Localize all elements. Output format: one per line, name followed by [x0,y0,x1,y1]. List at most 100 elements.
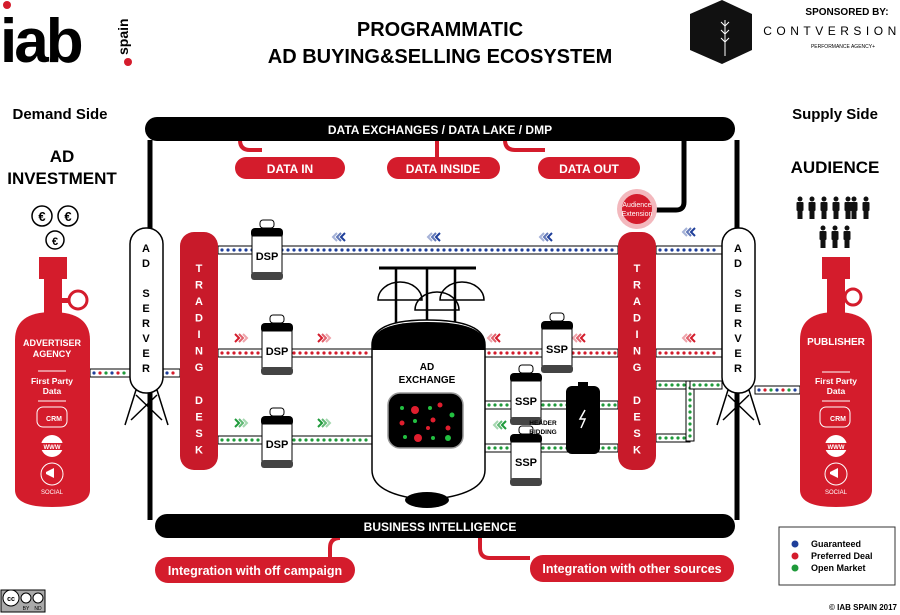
unit-base [261,367,293,375]
vertical-letter: E [734,348,741,360]
flow-arrow-icon [571,333,578,343]
data-dot [436,248,440,252]
data-dot [298,351,302,355]
ssp-header-2: SSP [510,425,542,486]
audience-extension-badge: Audience Extension [617,189,657,229]
flow-arrow-icon [317,418,324,428]
data-dot [310,351,314,355]
publisher-name: PUBLISHER [807,337,866,348]
flow-arrow-icon [234,333,241,343]
data-dot [535,351,539,355]
flow-arrow-icon [542,232,549,242]
person-icon [809,196,815,202]
data-dot [664,351,668,355]
vertical-letter: A [142,243,150,255]
data-dot [304,248,308,252]
license-cc: cc [7,596,15,603]
data-dot [412,248,416,252]
data-dot [165,371,169,375]
audience_extension-line1: Audience [622,202,651,209]
flow-arrow-icon [434,232,441,242]
data-dot [508,248,512,252]
data-dot [601,446,605,450]
data-dot [787,388,791,392]
data-dot [220,438,224,442]
data-dot [448,248,452,252]
data-dot [493,446,497,450]
data-dot [589,351,593,355]
data-dot [601,403,605,407]
data-dot [574,248,578,252]
data-dot [388,248,392,252]
data-dot [538,248,542,252]
data-dot [706,248,710,252]
vertical-letter: S [734,288,741,300]
flow-arrow-icon [238,333,245,343]
logo-sub: spain [115,18,131,55]
data-dot [613,446,617,450]
data-dot [688,416,692,420]
vertical-letter: I [635,329,638,341]
data-dot [316,351,320,355]
legend-dot [791,564,799,572]
person-icon [820,202,828,211]
data-dot [298,438,302,442]
data-dot [505,446,509,450]
title-line1: PROGRAMMATIC [357,19,523,41]
data-dot [493,351,497,355]
data-dot [547,403,551,407]
data-dot [613,403,617,407]
data-dot [110,371,114,375]
data-dot [250,351,254,355]
data-dot [334,438,338,442]
unit-base [261,460,293,468]
data-dot [526,248,530,252]
crm-icon [36,406,68,428]
data-dot [547,446,551,450]
vertical-letter: A [195,296,203,308]
person-icon [808,202,816,211]
person-icon [845,196,851,202]
vertical-letter: K [633,445,641,457]
advertiser-fpd2: Data [43,386,62,396]
data-dot [769,388,773,392]
demand-side-label: Demand Side [12,106,107,123]
data-dot [238,351,242,355]
iab-spain-logo: iab spain [0,1,132,76]
vertical-letter: D [195,313,203,325]
data-dot [292,351,296,355]
person-icon [863,196,869,202]
audience-people-icons [796,196,870,248]
data-dot [334,351,338,355]
advertiser-name1: ADVERTISER [23,338,82,348]
data-dot [583,351,587,355]
data-dot [394,248,398,252]
vertical-letter: D [633,313,641,325]
unit-cap [269,407,285,417]
data-dot [607,351,611,355]
person-icon [832,202,840,211]
legend-dot [791,552,799,560]
ssp-header-2-label: SSP [515,457,537,469]
data-dot [382,248,386,252]
data-dot [340,351,344,355]
person-icon [831,231,839,240]
data-dot [559,403,563,407]
data-dot [682,248,686,252]
vertical-letter: S [142,288,149,300]
data-dot [553,403,557,407]
data-dot [460,248,464,252]
vertical-letter: V [142,333,150,345]
data-dot [490,248,494,252]
data-dot [541,446,545,450]
vertical-letter: N [195,346,203,358]
vertical-letter: R [142,363,150,375]
person-icon [819,231,827,240]
dsp-open-market-label: DSP [266,439,289,451]
ssp-header-1: SSP [510,364,542,425]
data-dot [710,383,714,387]
supply-side-label: Supply Side [792,106,878,123]
data-dot [514,248,518,252]
